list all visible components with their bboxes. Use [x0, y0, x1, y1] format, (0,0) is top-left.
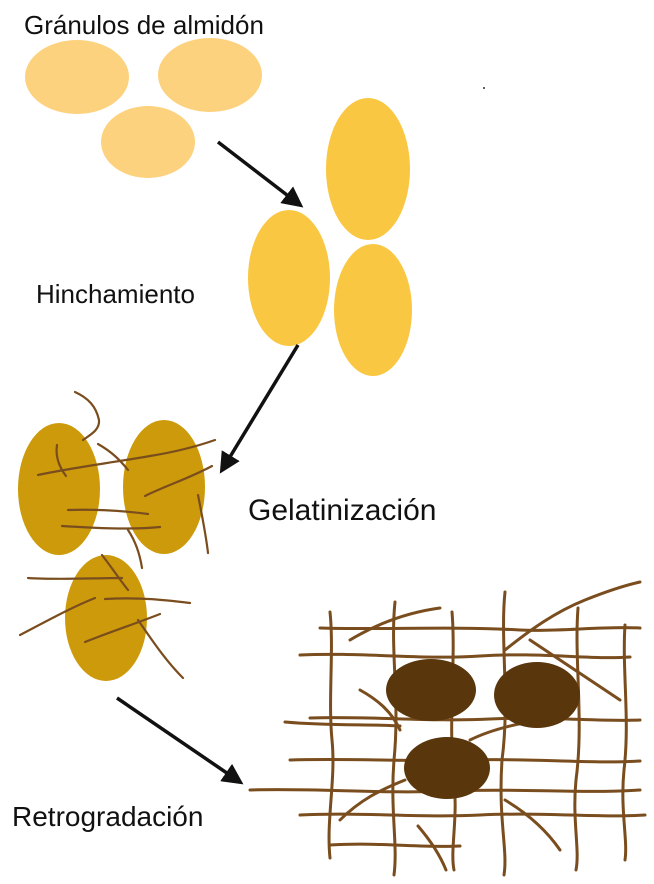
stage-label-granulos: Gránulos de almidón	[24, 10, 264, 40]
native-granule	[101, 106, 195, 178]
process-arrow	[222, 345, 298, 470]
retrograded-granule	[386, 659, 476, 721]
native-granule	[25, 40, 129, 114]
gelatinized-granules-group	[18, 420, 205, 681]
stage-label-retrogradacion: Retrogradación	[12, 801, 203, 832]
swollen-granule	[248, 210, 330, 346]
swollen-granule	[334, 244, 412, 376]
retrograded-granules-group	[386, 659, 580, 799]
native-granule	[158, 38, 262, 112]
retrograded-granule	[404, 737, 490, 799]
gelatinized-granule	[18, 423, 100, 555]
stage-label-hinchamiento: Hinchamiento	[36, 279, 195, 309]
swollen-granules-group	[248, 98, 412, 376]
native-granules-group	[25, 38, 262, 178]
amylose-network	[250, 582, 645, 875]
retrograded-granule	[494, 662, 580, 728]
process-arrow	[218, 142, 300, 205]
stray-dot	[483, 87, 485, 89]
gelatinized-granule	[65, 555, 147, 681]
process-arrow	[117, 698, 240, 782]
stage-label-gelatinizacion: Gelatinización	[248, 494, 436, 527]
swollen-granule	[326, 98, 410, 240]
